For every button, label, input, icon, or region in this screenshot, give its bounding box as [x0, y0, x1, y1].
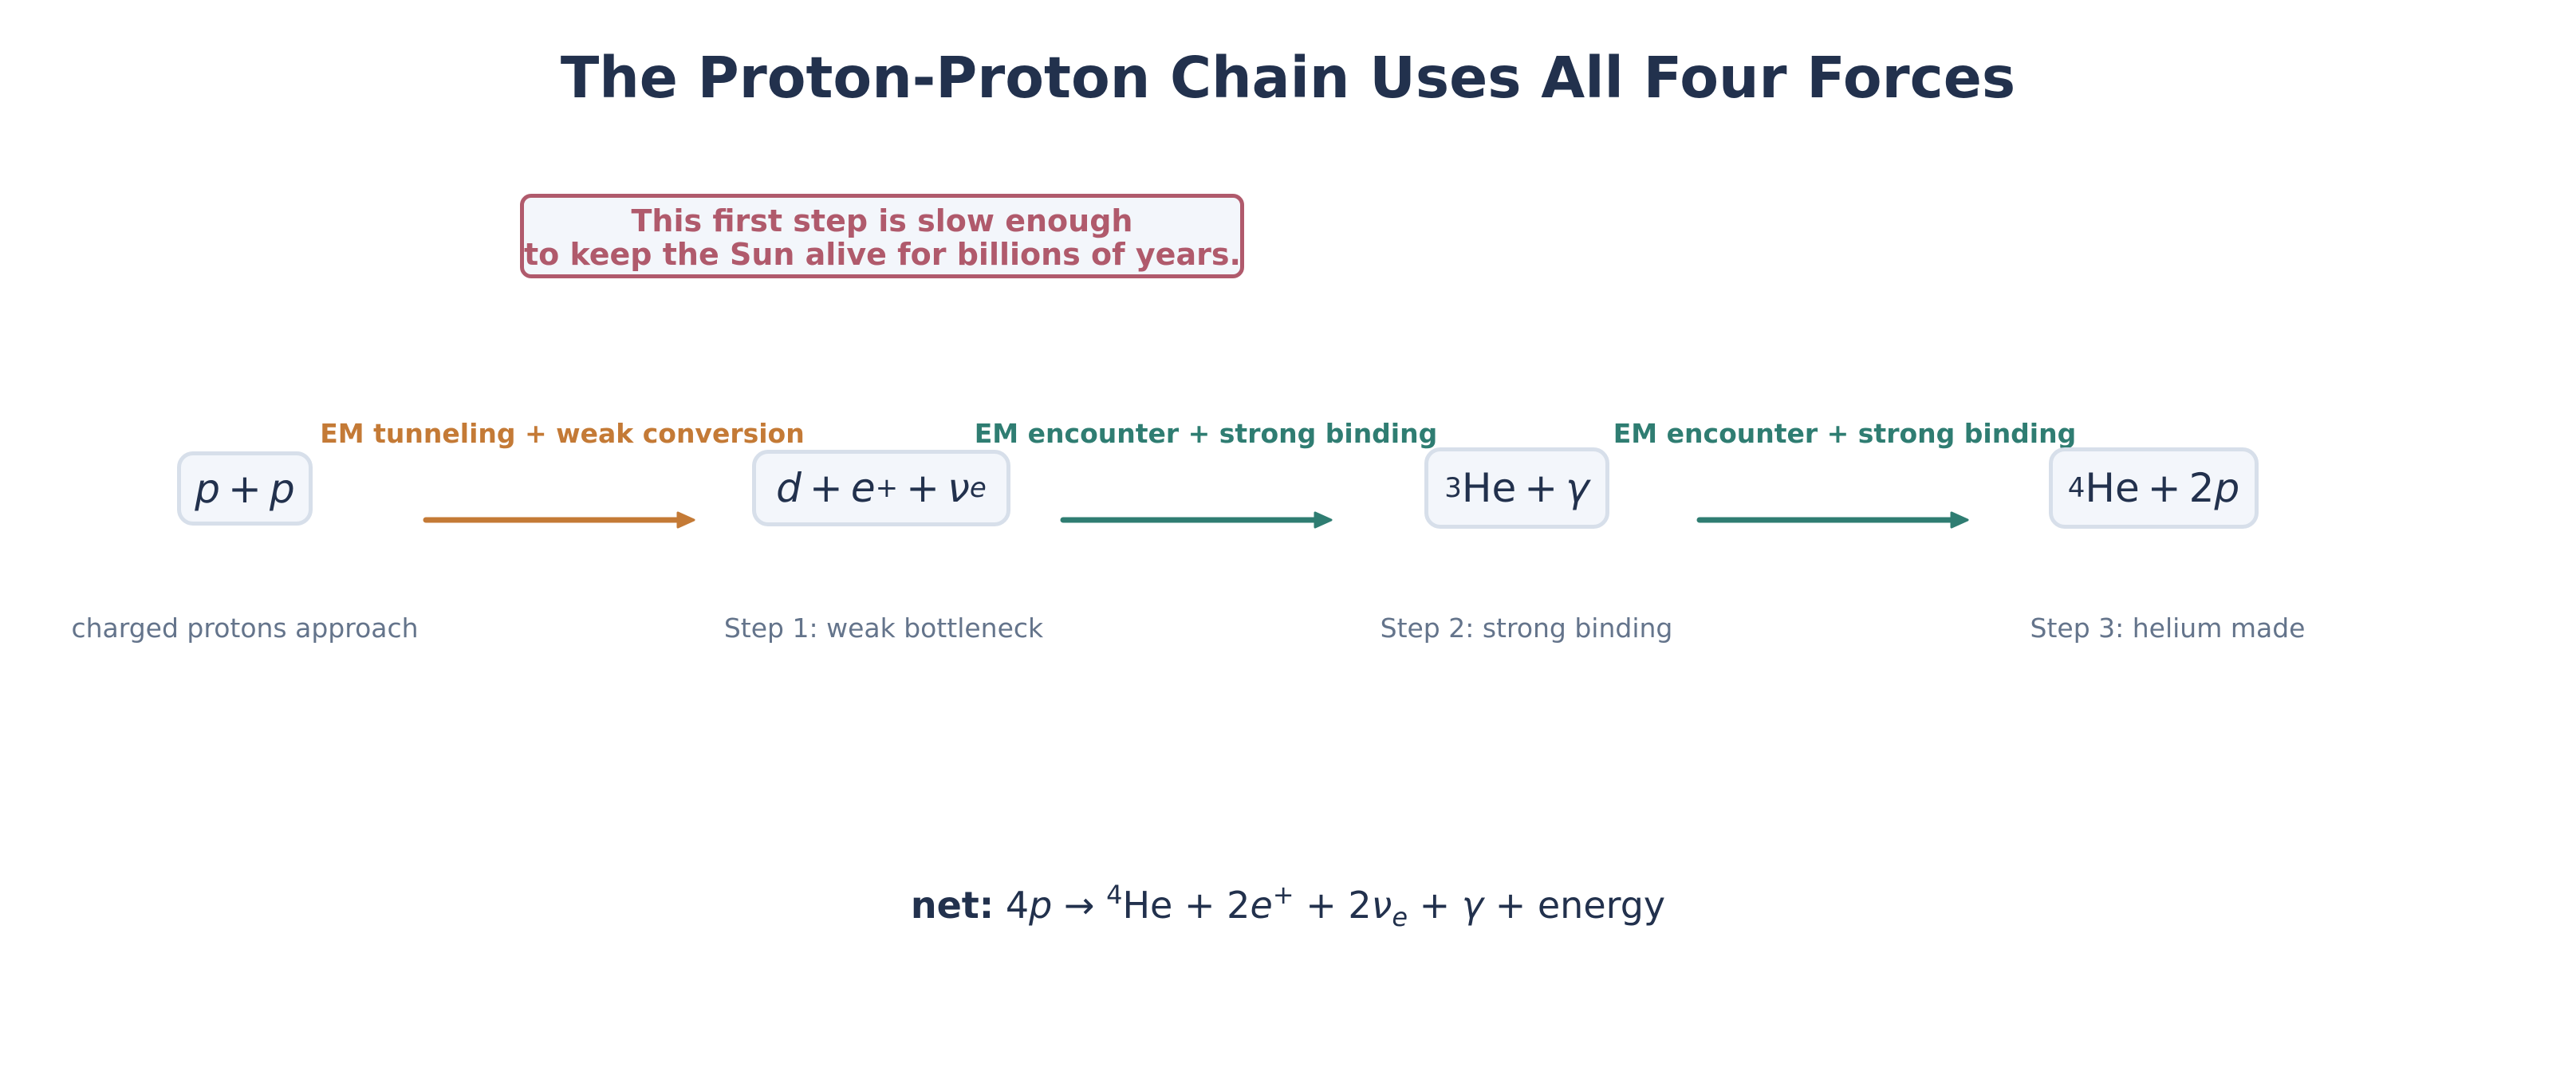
node-term: p	[2214, 465, 2240, 511]
reaction-arrow-icon: →	[1063, 884, 1095, 927]
superscript: +	[1272, 880, 1294, 910]
net-term: γ	[1461, 884, 1484, 927]
plus-operator: +	[2147, 465, 2181, 511]
node-term: He	[1461, 465, 1517, 511]
caption-step-2: Step 2: strong binding	[1380, 612, 1673, 644]
arrow-right-icon	[1060, 511, 1333, 529]
node-coefficient: 2	[2188, 465, 2215, 511]
plus-operator: +	[228, 465, 262, 512]
node-term: e	[850, 465, 876, 511]
callout-line-1: This first step is slow enough	[631, 203, 1133, 238]
plus-operator: +	[1306, 884, 1337, 927]
caption-p-plus-p: charged protons approach	[71, 612, 419, 644]
net-prefix: net:	[910, 884, 995, 927]
arrow-right-icon	[1696, 511, 1969, 529]
caption-step-3: Step 3: helium made	[2030, 612, 2306, 644]
net-term: energy	[1537, 884, 1666, 927]
arrow-right-icon	[423, 511, 695, 529]
plus-operator: +	[906, 465, 939, 511]
plus-operator: +	[809, 465, 843, 511]
node-term: γ	[1566, 465, 1589, 511]
net-coefficient: 4	[1005, 884, 1030, 927]
subscript: e	[1392, 902, 1408, 932]
node-term: p	[269, 465, 295, 512]
plus-operator: +	[1184, 884, 1215, 927]
edge-label-strong-1: EM encounter + strong binding	[974, 418, 1438, 449]
net-coefficient: 2	[1227, 884, 1251, 927]
net-equation: net: 4p → 4He + 2e+ + 2νe + γ + energy	[0, 880, 2576, 932]
net-term: He	[1122, 884, 1173, 927]
node-term: p	[195, 465, 221, 512]
edge-label-strong-2: EM encounter + strong binding	[1613, 418, 2077, 449]
diagram-title: The Proton-Proton Chain Uses All Four Fo…	[560, 45, 2016, 111]
net-term: e	[1250, 884, 1273, 927]
net-coefficient: 2	[1348, 884, 1372, 927]
node-p-plus-p: p + p	[177, 451, 313, 526]
net-term: ν	[1371, 884, 1392, 927]
net-term: p	[1029, 884, 1053, 927]
superscript: 4	[1106, 880, 1123, 910]
plus-operator: +	[1524, 465, 1558, 511]
callout-box: This first step is slow enough to keep t…	[520, 194, 1244, 278]
caption-step-1: Step 1: weak bottleneck	[723, 612, 1044, 644]
node-term: ν	[947, 465, 970, 511]
edge-label-weak: EM tunneling + weak conversion	[320, 418, 805, 449]
node-term: He	[2085, 465, 2140, 511]
callout-line-2: to keep the Sun alive for billions of ye…	[524, 237, 1241, 272]
node-term: d	[776, 465, 802, 511]
plus-operator: +	[1495, 884, 1526, 927]
plus-operator: +	[1419, 884, 1451, 927]
